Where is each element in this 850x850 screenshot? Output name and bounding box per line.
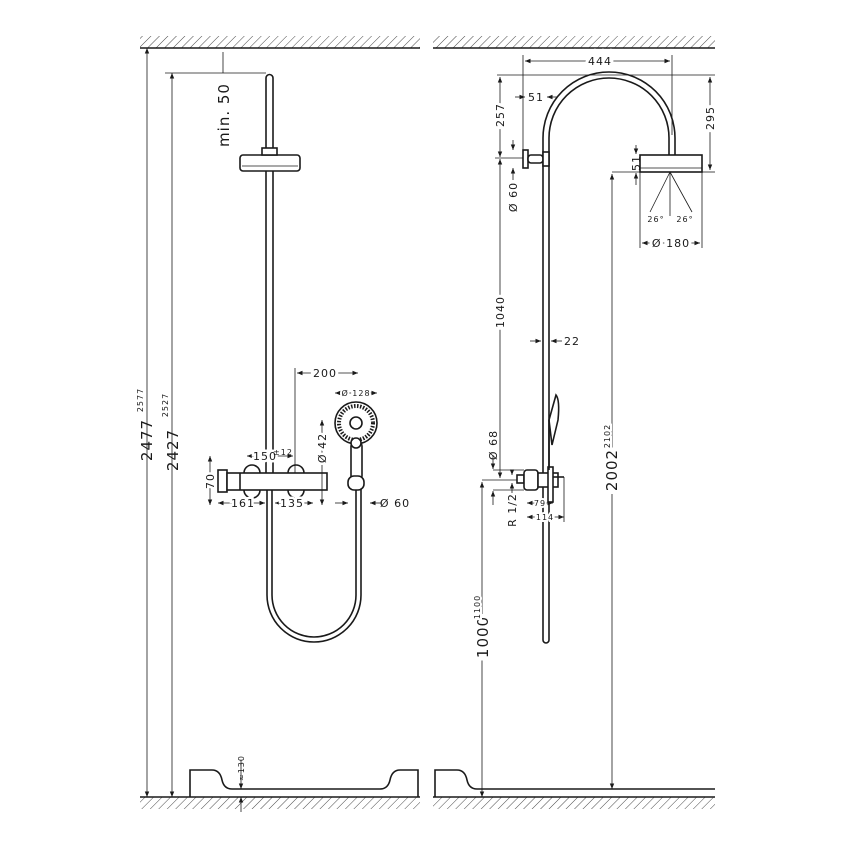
floor-right bbox=[433, 796, 715, 809]
overhead-shower-side bbox=[639, 154, 703, 216]
dim-150: 150 bbox=[253, 450, 277, 463]
dim-diameter-60-bracket: Ø 60 bbox=[507, 182, 520, 212]
wall-bracket bbox=[522, 149, 550, 169]
dim-diameter-60: Ø 60 bbox=[380, 497, 410, 510]
ceiling-left bbox=[140, 36, 420, 49]
dim-51-offset: 51 bbox=[528, 91, 544, 104]
dim-2102: 2102 bbox=[603, 424, 612, 448]
dim-1100: 1100 bbox=[473, 595, 482, 619]
mixer-side bbox=[516, 393, 564, 503]
shower-rail-side bbox=[542, 71, 676, 644]
dim-51-head: 51 bbox=[630, 155, 643, 171]
dim-min-50: min. 50 bbox=[215, 83, 233, 147]
dim-tolerance-12: ±12 bbox=[273, 448, 293, 457]
dim-diameter-128: Ø 128 bbox=[341, 388, 370, 398]
dim-444: 444 bbox=[588, 55, 612, 68]
left-dimension-lines bbox=[144, 48, 382, 812]
right-dimension-lines bbox=[479, 55, 715, 797]
dim-diameter-180: Ø 180 bbox=[652, 237, 690, 250]
dim-2477: 2477 bbox=[138, 419, 156, 461]
dim-135: 135 bbox=[280, 497, 304, 510]
dim-1000: 1000 bbox=[474, 616, 492, 658]
dim-r-1-2: R 1/2 bbox=[506, 493, 519, 527]
bathtub-right bbox=[434, 769, 715, 797]
dim-70: 70 bbox=[204, 473, 217, 489]
dim-2427: 2427 bbox=[164, 429, 182, 471]
dim-diameter-68: Ø 68 bbox=[487, 430, 500, 460]
thermostat-mixer-front bbox=[217, 464, 328, 499]
dim-161: 161 bbox=[231, 497, 255, 510]
dim-angle-26-right: 26° bbox=[676, 215, 693, 224]
ceiling-right bbox=[433, 36, 715, 49]
dim-22: 22 bbox=[564, 335, 580, 348]
overhead-shower-front bbox=[239, 147, 301, 172]
dim-1040: 1040 bbox=[494, 296, 507, 328]
dim-2577: 2577 bbox=[136, 388, 145, 412]
dim-200: 200 bbox=[313, 367, 337, 380]
dim-114: 114 bbox=[536, 513, 554, 522]
dim-angle-26-left: 26° bbox=[647, 215, 664, 224]
dim-2527: 2527 bbox=[161, 393, 170, 417]
dim-295: 295 bbox=[704, 106, 717, 130]
dim-diameter-42: Ø 42 bbox=[316, 433, 329, 463]
shower-rail-front bbox=[265, 73, 274, 475]
dim-79: 79 bbox=[534, 499, 546, 508]
hand-shower-front bbox=[334, 401, 378, 491]
bathtub-left bbox=[189, 769, 419, 797]
floor-left bbox=[140, 796, 420, 809]
dim-approx-130: ≈130 bbox=[237, 755, 246, 781]
shower-hose bbox=[266, 475, 362, 643]
dim-257: 257 bbox=[494, 103, 507, 127]
dim-2002: 2002 bbox=[603, 449, 621, 491]
